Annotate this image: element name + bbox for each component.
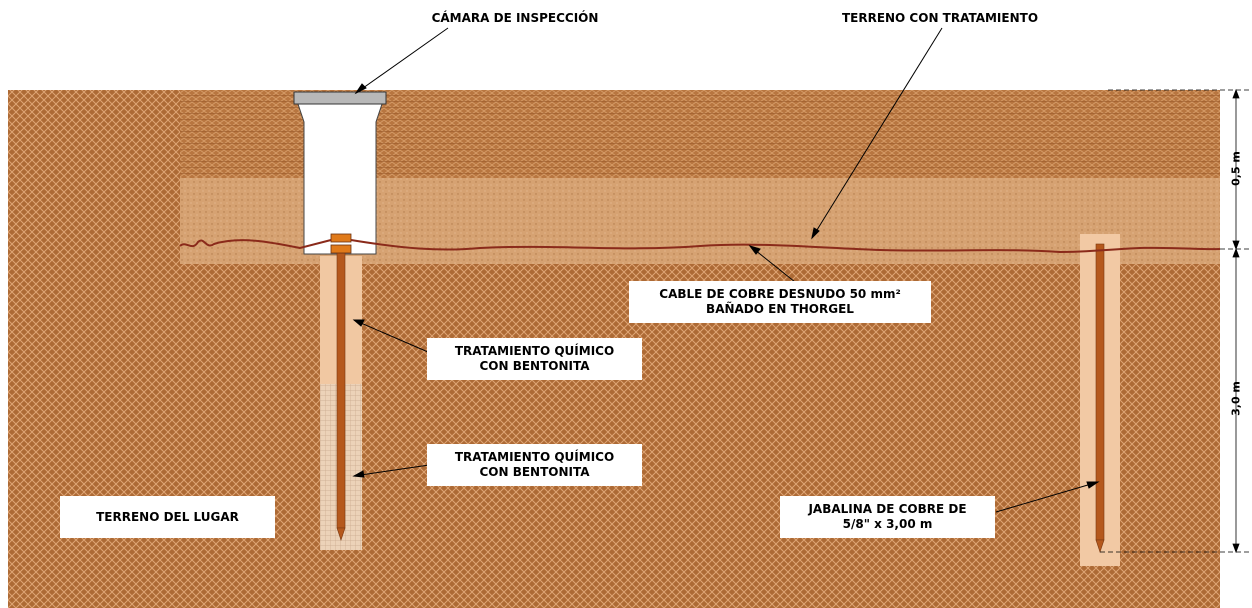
label-cable-line1: CABLE DE COBRE DESNUDO 50 mm²: [659, 287, 901, 301]
dimension-rod-depth: 3,0 m: [1229, 381, 1243, 416]
leader-lines: [352, 27, 1100, 513]
clamp-bottom: [330, 244, 352, 254]
chamber-lid: [293, 91, 387, 105]
label-rod-line1: JABALINA DE COBRE DE: [808, 502, 967, 516]
copper-cable: [179, 239, 1221, 254]
label-treatment-2: TRATAMIENTO QUÍMICO CON BENTONITA: [427, 444, 642, 486]
label-camera: CÁMARA DE INSPECCIÓN: [431, 11, 599, 25]
dimension-top-layer: 0,5 m: [1229, 151, 1243, 186]
label-treated-soil: TERRENO CON TRATAMIENTO: [841, 11, 1039, 25]
label-treatment-1-line1: TRATAMIENTO QUÍMICO: [454, 344, 615, 358]
label-local-soil: TERRENO DEL LUGAR: [60, 496, 275, 538]
label-cable-line2: BAÑADO EN THORGEL: [706, 302, 854, 316]
ground-rod-left-tip: [336, 527, 346, 541]
ground-rod-right: [1095, 243, 1105, 541]
ground-rod-left: [336, 245, 346, 529]
inspection-chamber: [297, 103, 383, 255]
label-treatment-1: TRATAMIENTO QUÍMICO CON BENTONITA: [427, 338, 642, 380]
label-cable: CABLE DE COBRE DESNUDO 50 mm² BAÑADO EN …: [629, 281, 931, 323]
ground-rod-right-tip: [1095, 539, 1105, 553]
label-rod: JABALINA DE COBRE DE 5/8" x 3,00 m: [780, 496, 995, 538]
clamp-top: [330, 233, 352, 243]
label-treatment-2-line1: TRATAMIENTO QUÍMICO: [454, 450, 615, 464]
label-rod-line2: 5/8" x 3,00 m: [842, 517, 933, 531]
label-treatment-1-line2: CON BENTONITA: [479, 359, 590, 373]
label-treatment-2-line2: CON BENTONITA: [479, 465, 590, 479]
label-local-soil-text: TERRENO DEL LUGAR: [96, 509, 239, 524]
dimension-lines: [1100, 88, 1250, 554]
